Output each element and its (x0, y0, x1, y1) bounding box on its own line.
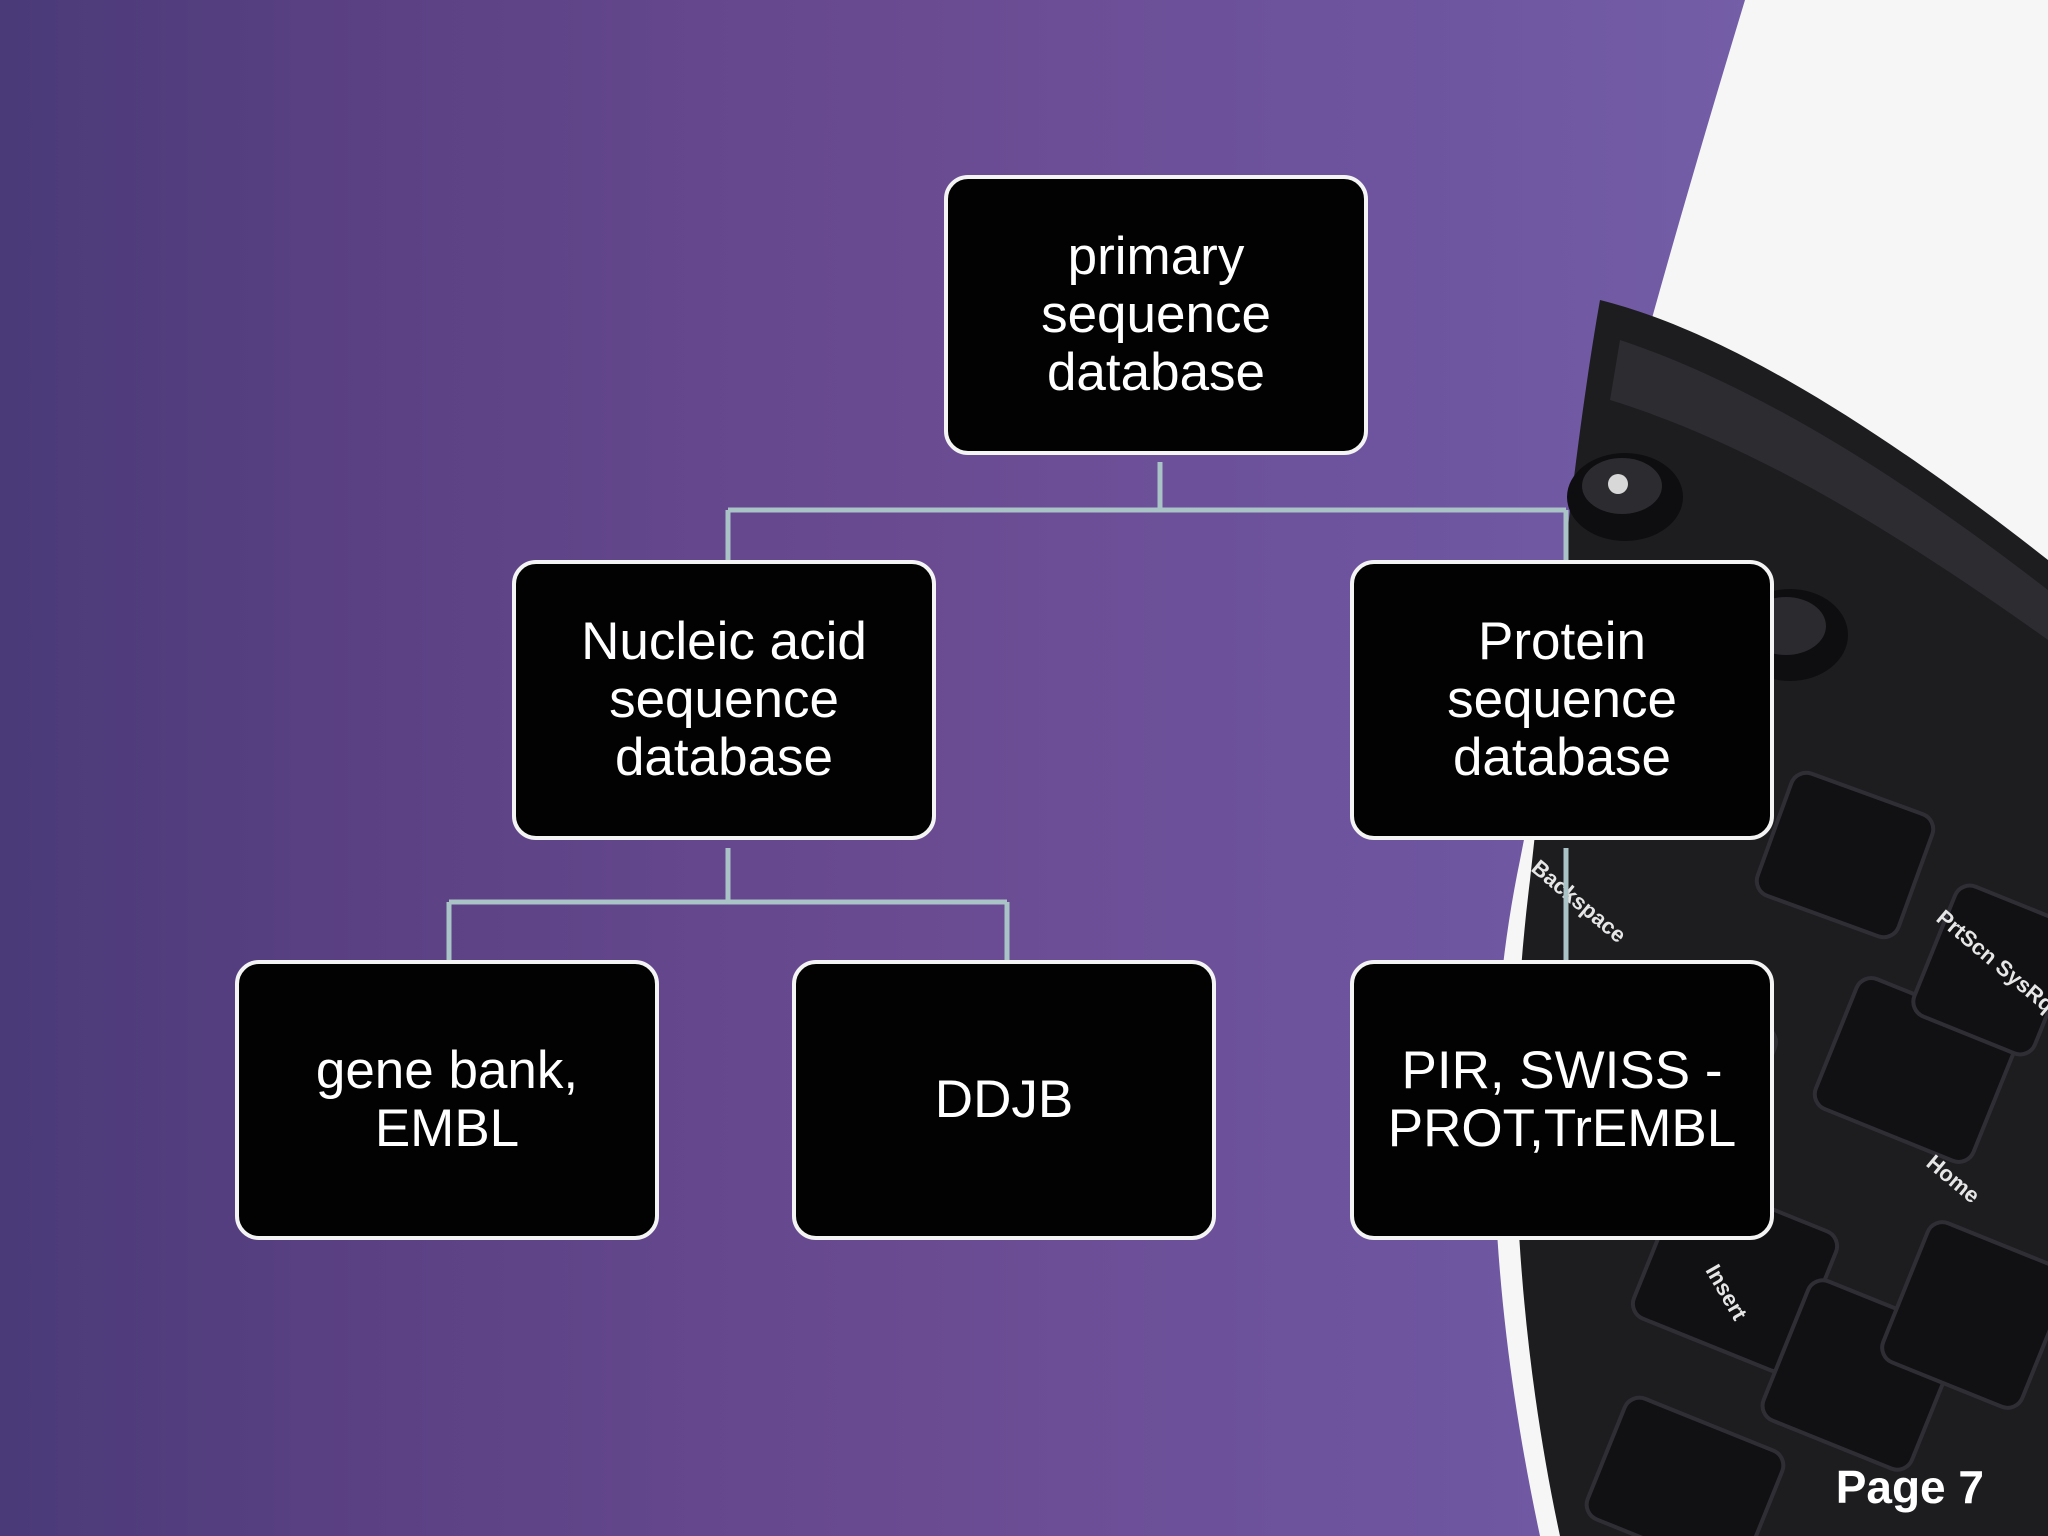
node-primary-sequence-database: primary sequence database (944, 175, 1368, 455)
connector-lines (446, 462, 1569, 960)
node-gene-bank-embl: gene bank, EMBL (235, 960, 659, 1240)
node-nucleic-acid-sequence-database: Nucleic acid sequence database (512, 560, 936, 840)
node-pir-swiss-prot-trembl: PIR, SWISS - PROT,TrEMBL (1350, 960, 1774, 1240)
node-ddjb: DDJB (792, 960, 1216, 1240)
page-number: Page 7 (1835, 1461, 1984, 1513)
node-protein-sequence-database: Protein sequence database (1350, 560, 1774, 840)
